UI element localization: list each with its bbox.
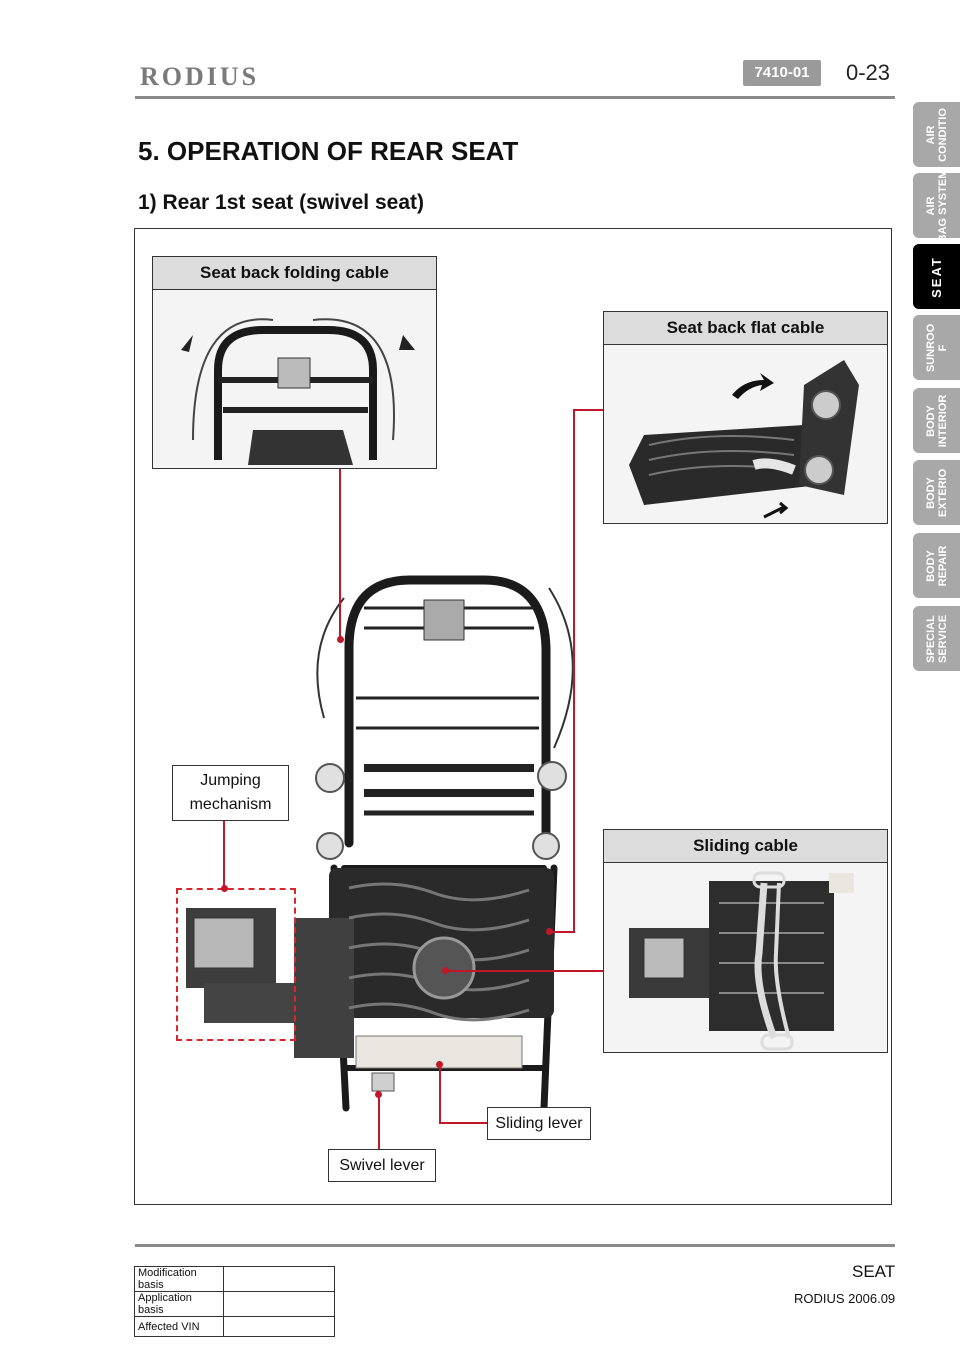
seat-diagram-frame [134,228,892,1205]
revision-label: Application basis [134,1291,224,1317]
revision-value [223,1266,335,1292]
rear-seat-frame-illustration [186,575,574,1112]
table-row: Application basis [134,1291,335,1317]
footer-section-name: SEAT [852,1262,896,1281]
panel-title: Seat back flat cable [604,312,887,345]
leader-dot [436,1061,443,1068]
footer-model-date: RODIUS 2006.09 [794,1291,896,1306]
jumping-mechanism-detail-box [176,888,296,1041]
header-rule [135,96,895,99]
callout-jumping-mechanism: Jumping mechanism [172,765,289,821]
leader-line-sliding-lever [439,1122,487,1124]
sliding-cable-photo [604,863,887,1052]
subsection-title: 1) Rear 1st seat (swivel seat) [138,191,424,214]
leader-dot [221,885,228,892]
panel-seat-back-flat-cable: Seat back flat cable [603,311,888,524]
leader-dot [337,636,344,643]
panel-title: Seat back folding cable [153,257,436,290]
flat-cable-photo [604,345,887,523]
leader-line-sliding-lever [439,1064,441,1123]
panel-seat-back-folding-cable: Seat back folding cable [152,256,437,469]
table-row: Modification basis [134,1266,335,1292]
revision-value [223,1291,335,1317]
leader-line-flat-cable [573,409,575,932]
section-title: 5. OPERATION OF REAR SEAT [138,136,519,166]
leader-line-jumping-mechanism [223,821,225,888]
callout-text-line-2: mechanism [189,796,272,813]
revision-label: Modification basis [134,1266,224,1292]
panel-sliding-cable: Sliding cable [603,829,888,1053]
panel-title: Sliding cable [604,830,887,863]
page-number: 0-23 [846,60,891,85]
leader-line-flat-cable [573,409,603,411]
revision-table: Modification basis Application basis Aff… [134,1266,335,1337]
tab-seat[interactable]: SEAT [913,244,960,309]
leader-dot [442,967,449,974]
document-code-badge: 7410-01 [743,60,821,86]
footer-rule [135,1244,895,1247]
table-row: Affected VIN [134,1316,335,1337]
leader-dot [546,928,553,935]
folding-cable-photo [153,290,436,468]
leader-line-flat-cable [549,931,575,933]
leader-line-swivel-lever [378,1094,380,1149]
tab-label: SEAT [928,255,944,298]
callout-text-line-1: Jumping [200,772,261,789]
leader-dot [375,1091,382,1098]
revision-label: Affected VIN [134,1316,224,1337]
callout-sliding-lever: Sliding lever [487,1107,591,1140]
callout-swivel-lever: Swivel lever [328,1149,436,1182]
brand-logo: RODIUS [140,62,260,91]
leader-line-sliding-cable [445,970,603,972]
leader-line-folding-cable [339,469,341,639]
revision-value [223,1316,335,1337]
